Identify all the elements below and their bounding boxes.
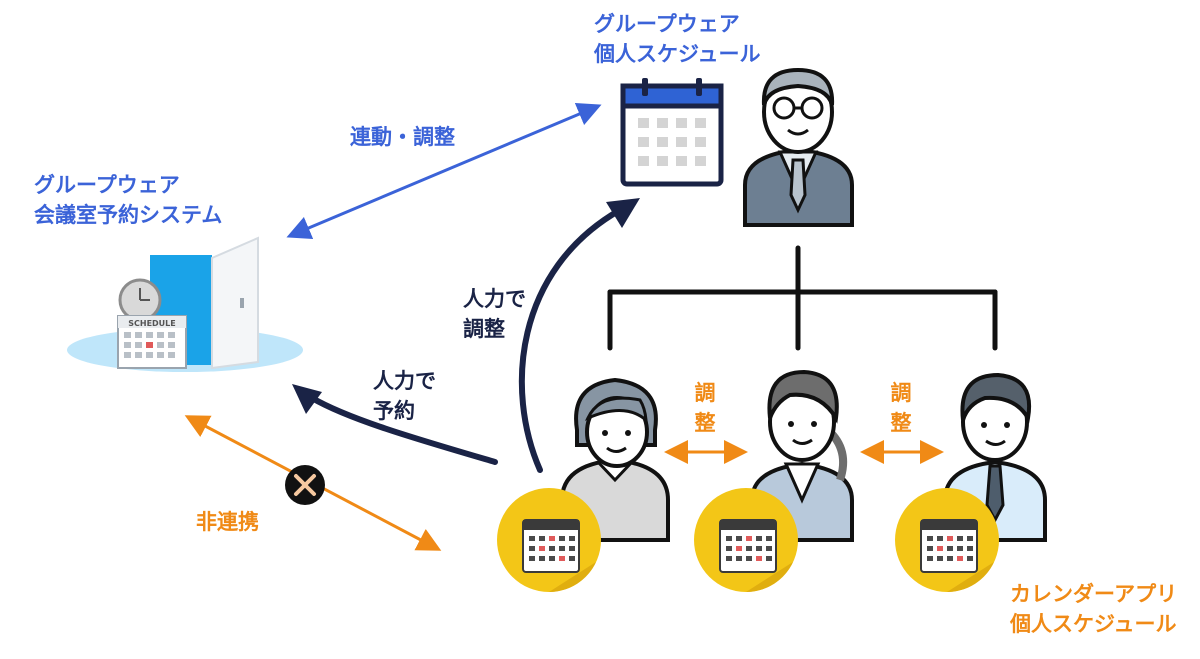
sync-adjust-label: 連動・調整 bbox=[350, 125, 455, 149]
manual-adjust-line1: 人力で bbox=[463, 287, 526, 311]
adjust-left-char2: 整 bbox=[694, 411, 716, 435]
manual-reserve-arrow bbox=[292, 384, 498, 465]
not-linked-label: 非連携 bbox=[196, 510, 259, 534]
schedule-sign: SCHEDULE bbox=[128, 319, 176, 328]
manual-reserve-label: 人力で 予約 bbox=[373, 366, 436, 426]
manual-adjust-arrow bbox=[518, 198, 640, 473]
manual-adjust-label: 人力で 調整 bbox=[463, 284, 526, 344]
calendar-app-line2: 個人スケジュール bbox=[1010, 612, 1177, 636]
manual-reserve-line1: 人力で bbox=[373, 369, 436, 393]
calendar-app-icon-right bbox=[895, 488, 999, 592]
cross-icon bbox=[285, 465, 325, 505]
groupware-room-line2: 会議室予約システム bbox=[34, 203, 223, 227]
groupware-schedule-line2: 個人スケジュール bbox=[594, 42, 761, 66]
adjust-right-char1: 調 bbox=[890, 381, 912, 405]
calendar-app-line1: カレンダーアプリ bbox=[1010, 582, 1178, 606]
calendar-app-icon-left bbox=[497, 488, 601, 592]
sync-arrow bbox=[286, 102, 602, 240]
groupware-schedule-label: グループウェア 個人スケジュール bbox=[594, 9, 761, 69]
manager-avatar bbox=[743, 67, 854, 227]
org-chart-lines bbox=[607, 245, 998, 351]
groupware-schedule-line1: グループウェア bbox=[594, 12, 740, 36]
adjust-label-right: 調 整 bbox=[889, 378, 913, 438]
manual-reserve-line2: 予約 bbox=[373, 399, 415, 423]
adjust-right-char2: 整 bbox=[890, 411, 912, 435]
groupware-room-line1: グループウェア bbox=[34, 173, 180, 197]
meeting-room-icon: SCHEDULE bbox=[67, 236, 303, 372]
calendar-icon bbox=[620, 78, 724, 187]
adjust-label-left: 調 整 bbox=[693, 378, 717, 438]
groupware-room-label: グループウェア 会議室予約システム bbox=[34, 170, 222, 230]
adjust-left-char1: 調 bbox=[694, 381, 716, 405]
calendar-app-label: カレンダーアプリ 個人スケジュール bbox=[1010, 579, 1177, 639]
manual-adjust-line2: 調整 bbox=[463, 317, 505, 341]
calendar-app-icon-center bbox=[694, 488, 798, 592]
